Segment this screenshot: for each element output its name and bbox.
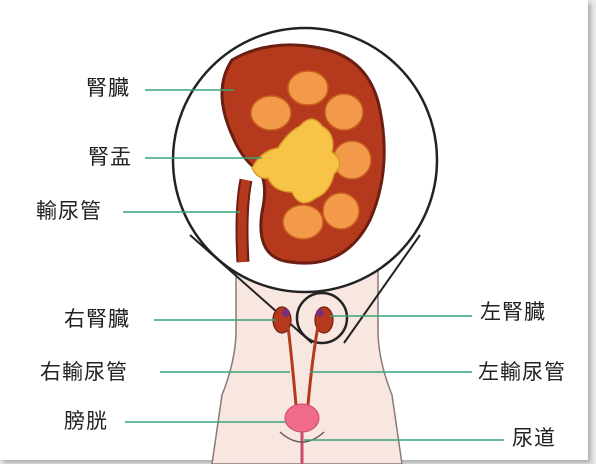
label-left-ureter: 左輸尿管	[478, 362, 566, 383]
label-ureter: 輸尿管	[36, 201, 102, 222]
label-urethra: 尿道	[512, 428, 556, 449]
label-right-ureter: 右輸尿管	[40, 362, 128, 383]
label-right-kidney: 右腎臓	[64, 309, 130, 330]
label-kidney: 腎臓	[86, 78, 130, 99]
bladder-shape	[285, 404, 319, 432]
label-bladder: 膀胱	[64, 411, 108, 432]
label-renal-pelvis: 腎盂	[88, 147, 132, 168]
label-left-kidney: 左腎臓	[480, 302, 546, 323]
